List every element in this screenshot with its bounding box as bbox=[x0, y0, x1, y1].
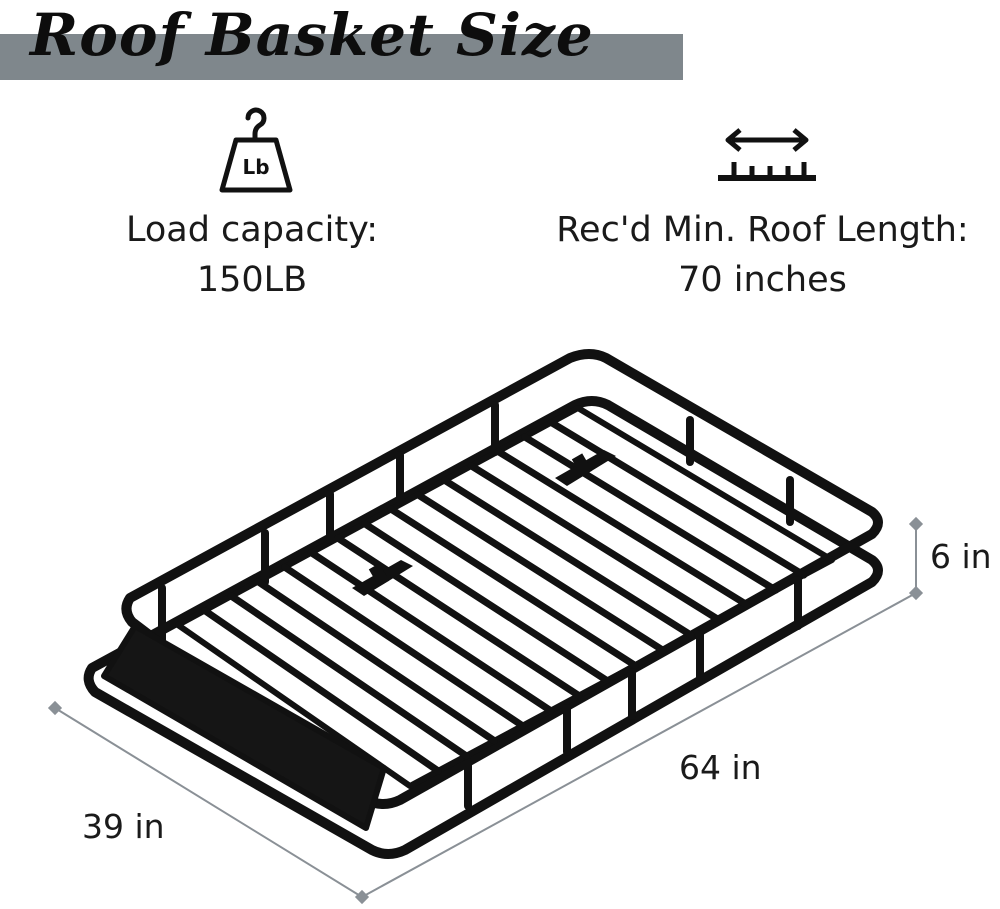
length-arrow-icon bbox=[718, 128, 816, 181]
deck-crossbar bbox=[414, 491, 667, 654]
title-band bbox=[0, 34, 683, 80]
page-title: Roof Basket Size bbox=[30, 1, 594, 69]
deck-crossbars bbox=[201, 418, 808, 775]
load-capacity-value: 150LB bbox=[196, 260, 308, 300]
deck-crossbar bbox=[334, 534, 583, 700]
dimension-lines bbox=[47, 516, 924, 905]
width-dimension: 39 in bbox=[82, 807, 165, 846]
basket-uprights bbox=[158, 401, 802, 810]
deck-crossbar bbox=[201, 607, 442, 775]
deck-crossbar bbox=[387, 505, 639, 669]
mounting-clamps bbox=[352, 450, 616, 596]
length-dimension: 64 in bbox=[679, 748, 762, 787]
weight-icon-label: Lb bbox=[242, 155, 269, 179]
height-dimension: 6 in bbox=[930, 537, 992, 576]
deck-crossbar bbox=[281, 563, 527, 730]
deck-crossbar bbox=[521, 433, 780, 594]
load-capacity-spec: Load capacity: 150LB bbox=[97, 205, 407, 305]
roof-length-spec: Rec'd Min. Roof Length: 70 inches bbox=[525, 205, 1000, 305]
roof-length-value: 70 inches bbox=[678, 260, 847, 300]
deck-crossbar bbox=[254, 578, 498, 745]
wind-fairing bbox=[101, 623, 387, 831]
deck-crossbar bbox=[441, 476, 695, 639]
deck-crossbar bbox=[361, 520, 611, 685]
weight-lb-icon: Lb bbox=[219, 107, 293, 193]
deck-crossbar bbox=[494, 447, 752, 609]
deck-crossbar bbox=[307, 549, 555, 715]
deck-crossbar bbox=[227, 592, 470, 760]
load-capacity-label: Load capacity: bbox=[125, 210, 379, 250]
deck-crossbar bbox=[547, 418, 808, 579]
roof-length-label: Rec'd Min. Roof Length: bbox=[556, 210, 969, 250]
deck-crossbar bbox=[467, 462, 723, 624]
